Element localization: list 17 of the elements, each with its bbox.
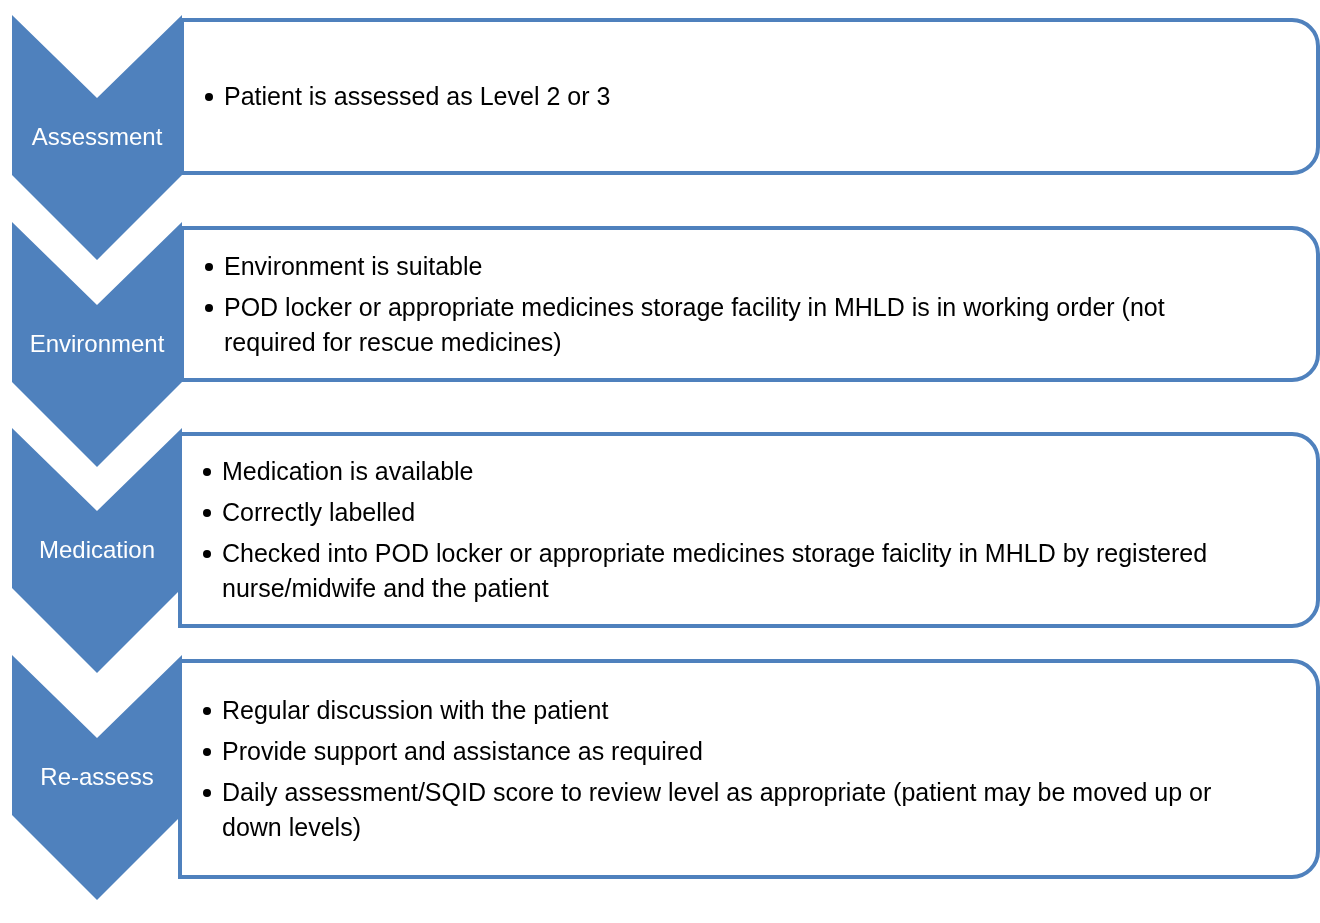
bullet-text: Medication is available [222, 457, 474, 485]
bullet-text: Environment is suitable [224, 251, 483, 280]
step-box [180, 226, 1320, 382]
step-box [180, 18, 1320, 175]
bullet-text: Checked into POD locker or appropriate medicines storage faiclity in MHLD by registered nurse/midwife and the patient [222, 539, 1208, 602]
bullet-text: Regular discussion with the patient [222, 696, 609, 724]
step-box [178, 659, 1320, 879]
step-label: Environment [28, 330, 166, 358]
step-label: Re-assess [39, 763, 155, 791]
bullet-text: Provide support and assistance as required [222, 737, 703, 765]
bullet-text: Daily assessment/SQID score to review level as appropriate (patient may be moved up or down levels) [222, 778, 1212, 841]
bullet-text: Patient is assessed as Level 2 or 3 [224, 82, 611, 110]
step-label: Medication [37, 536, 157, 564]
step-box [178, 432, 1320, 628]
bullet-text: Correctly labelled [222, 498, 416, 526]
step-label: Assessment [30, 123, 164, 151]
bullet-text: POD locker or appropriate medicines storage facility in MHLD is in working order (not required for rescue medicines) [224, 292, 1165, 356]
